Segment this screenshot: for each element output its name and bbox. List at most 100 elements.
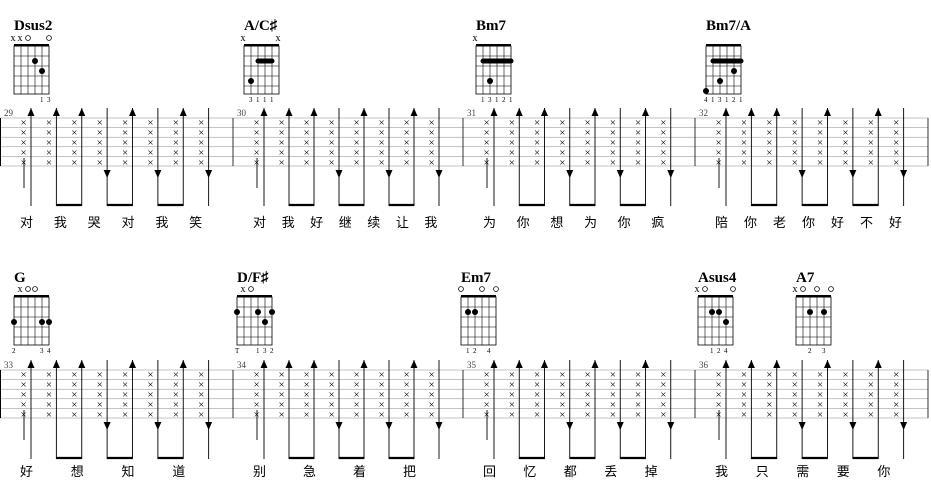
strum-x-icon: × xyxy=(893,389,899,401)
muted-string-icon: x xyxy=(18,33,23,44)
lyric-char: 需 xyxy=(796,464,809,479)
strum-x-icon: × xyxy=(379,127,385,139)
lyric-char: 对 xyxy=(20,215,33,230)
finger-dot-icon xyxy=(487,78,493,84)
strum-x-icon: × xyxy=(484,127,490,139)
finger-number: 1 xyxy=(40,96,44,104)
strum-x-icon: × xyxy=(46,409,52,421)
lyric-char: 继 xyxy=(339,215,352,230)
strum-x-icon: × xyxy=(660,147,666,159)
strum-x-icon: × xyxy=(559,137,565,149)
strum-x-icon: × xyxy=(379,399,385,411)
lyric-char: 好 xyxy=(20,464,33,479)
strum-x-icon: × xyxy=(379,409,385,421)
arrow-up-icon xyxy=(722,360,730,368)
arrow-down-icon xyxy=(616,422,624,430)
strum-x-icon: × xyxy=(660,127,666,139)
strum-x-icon: × xyxy=(868,389,874,401)
strum-x-icon: × xyxy=(429,117,435,129)
arrow-down-icon xyxy=(667,422,675,430)
strum-x-icon: × xyxy=(147,399,153,411)
chord-name: D/F♯ xyxy=(237,270,269,286)
strum-x-icon: × xyxy=(610,157,616,169)
strum-x-icon: × xyxy=(842,147,848,159)
strum-x-icon: × xyxy=(404,137,410,149)
strum-x-icon: × xyxy=(660,389,666,401)
bar-number: 34 xyxy=(237,360,247,370)
lyric-char: 陪 xyxy=(715,215,728,230)
chord-nut xyxy=(244,44,279,47)
strum-x-icon: × xyxy=(509,389,515,401)
strum-x-icon: × xyxy=(279,409,285,421)
finger-number: 3 xyxy=(249,96,253,104)
strum-x-icon: × xyxy=(122,117,128,129)
strum-x-icon: × xyxy=(404,157,410,169)
strum-x-icon: × xyxy=(97,409,103,421)
strum-x-icon: × xyxy=(509,147,515,159)
strum-x-icon: × xyxy=(379,157,385,169)
strum-x-icon: × xyxy=(198,409,204,421)
strum-x-icon: × xyxy=(429,389,435,401)
open-string-icon xyxy=(730,286,736,292)
strum-x-icon: × xyxy=(716,147,722,159)
muted-string-icon: x xyxy=(695,284,700,295)
lyric-char: 我 xyxy=(715,464,728,479)
strum-x-icon: × xyxy=(534,147,540,159)
strum-x-icon: × xyxy=(741,369,747,381)
strum-x-icon: × xyxy=(122,147,128,159)
arrow-down-icon xyxy=(385,422,393,430)
strum-x-icon: × xyxy=(716,399,722,411)
strum-x-icon: × xyxy=(254,369,260,381)
strum-x-icon: × xyxy=(868,117,874,129)
strum-x-icon: × xyxy=(842,409,848,421)
strum-x-icon: × xyxy=(279,157,285,169)
strum-x-icon: × xyxy=(304,369,310,381)
strum-x-icon: × xyxy=(585,117,591,129)
strum-x-icon: × xyxy=(46,389,52,401)
strum-x-icon: × xyxy=(766,399,772,411)
arrow-down-icon xyxy=(798,170,806,178)
open-string-icon xyxy=(479,286,485,292)
arrow-down-icon xyxy=(849,422,857,430)
strum-x-icon: × xyxy=(766,369,772,381)
arrow-down-icon xyxy=(849,170,857,178)
strum-x-icon: × xyxy=(766,117,772,129)
strum-x-icon: × xyxy=(842,117,848,129)
strum-x-icon: × xyxy=(660,379,666,391)
strum-x-icon: × xyxy=(429,409,435,421)
strum-x-icon: × xyxy=(46,117,52,129)
chord-nut xyxy=(14,44,49,47)
strum-x-icon: × xyxy=(429,157,435,169)
strum-x-icon: × xyxy=(71,157,77,169)
lyric-char: 疯 xyxy=(651,215,664,230)
strum-x-icon: × xyxy=(147,127,153,139)
strum-x-icon: × xyxy=(610,389,616,401)
finger-dot-icon xyxy=(465,309,471,315)
finger-dot-icon xyxy=(269,309,275,315)
strum-x-icon: × xyxy=(122,369,128,381)
strum-x-icon: × xyxy=(429,137,435,149)
chord-nut xyxy=(237,295,272,298)
strum-x-icon: × xyxy=(173,147,179,159)
chord-name: Dsus2 xyxy=(14,18,52,34)
strum-x-icon: × xyxy=(792,369,798,381)
lyric-char: 要 xyxy=(837,464,850,479)
lyric-char: 为 xyxy=(584,215,597,230)
strum-x-icon: × xyxy=(279,127,285,139)
strum-x-icon: × xyxy=(766,409,772,421)
strum-x-icon: × xyxy=(97,399,103,411)
strum-x-icon: × xyxy=(71,389,77,401)
strum-x-icon: × xyxy=(792,117,798,129)
strum-x-icon: × xyxy=(635,409,641,421)
strum-x-icon: × xyxy=(893,399,899,411)
arrow-down-icon xyxy=(566,170,574,178)
strum-x-icon: × xyxy=(893,369,899,381)
lyric-char: 着 xyxy=(353,464,366,479)
finger-number: 3 xyxy=(263,347,267,355)
strum-x-icon: × xyxy=(559,389,565,401)
arrow-up-icon xyxy=(515,108,523,116)
strum-x-icon: × xyxy=(509,409,515,421)
strum-x-icon: × xyxy=(509,369,515,381)
strum-x-icon: × xyxy=(46,157,52,169)
